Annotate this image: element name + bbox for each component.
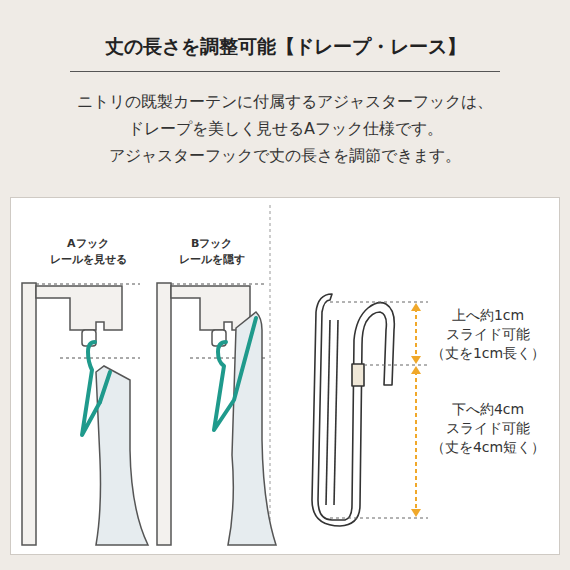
hook-type: Aフック: [67, 236, 109, 251]
slide-note: 下へ約4cm スライド可能 （丈を4cm短く）: [427, 400, 549, 457]
hook-note: レールを見せる: [50, 252, 127, 267]
dimension-lines: [330, 302, 428, 518]
hook-note: レールを隠す: [179, 252, 245, 267]
body-text: ドレープを美しく見せるAフック仕様です。: [128, 119, 443, 140]
a-hook-figure: [22, 283, 148, 545]
body-text: アジャスターフックで丈の長さを調節できます。: [109, 146, 461, 167]
adjuster-hook: [312, 294, 394, 526]
title-underline: [70, 71, 500, 72]
b-hook-figure: [157, 283, 276, 545]
slide-note: 上へ約1cm スライド可能 （丈を1cm長く）: [427, 306, 549, 363]
title: 丈の長さを調整可能【ドレープ・レース】: [105, 34, 466, 60]
hook-type: Bフック: [191, 236, 232, 251]
body-text: ニトリの既製カーテンに付属するアジャスターフックは、: [77, 92, 493, 113]
